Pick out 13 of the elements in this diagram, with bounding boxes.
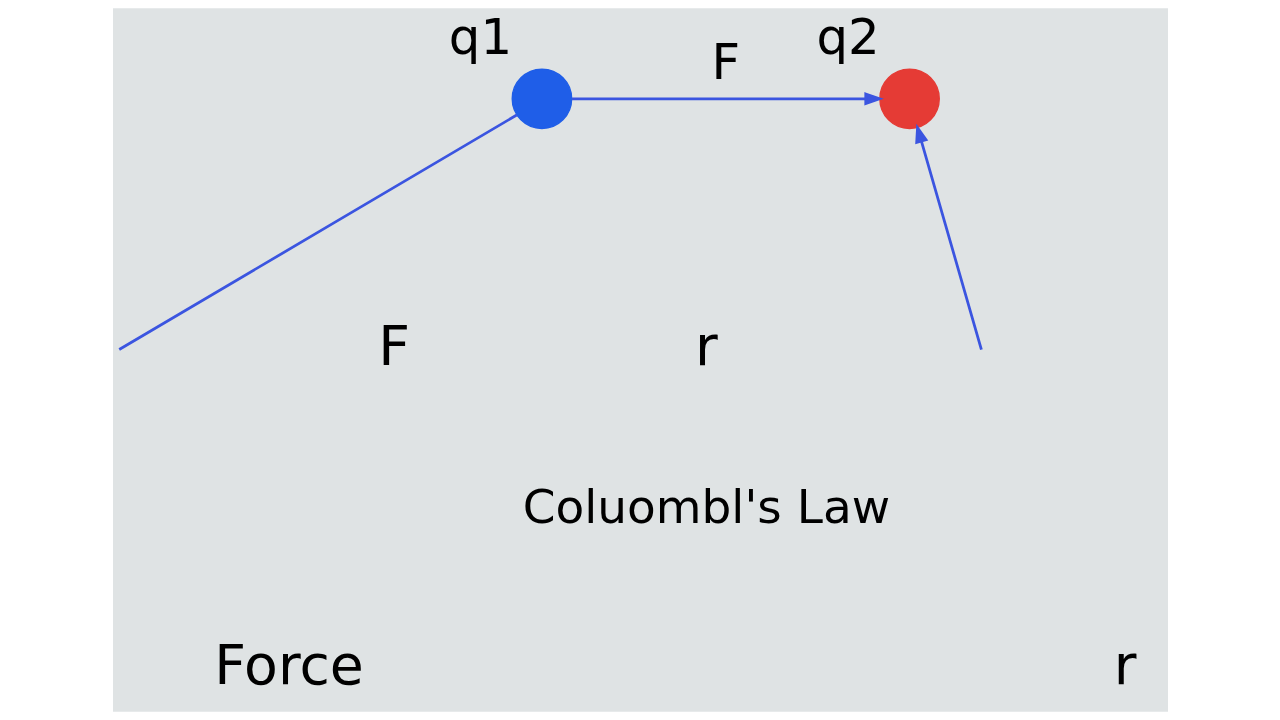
label: F bbox=[377, 313, 410, 378]
node-label: q2 bbox=[815, 7, 880, 66]
label: Coluombl's Law bbox=[522, 478, 890, 534]
label: r bbox=[694, 313, 718, 378]
edge-label: F bbox=[710, 33, 740, 92]
label: Force bbox=[213, 633, 364, 698]
node-label: q1 bbox=[448, 7, 512, 66]
node-circle bbox=[511, 68, 572, 130]
arrow bbox=[914, 123, 983, 350]
label: r bbox=[1113, 633, 1137, 698]
arrow bbox=[571, 92, 884, 106]
node-circle bbox=[878, 68, 940, 130]
connector bbox=[118, 113, 517, 351]
